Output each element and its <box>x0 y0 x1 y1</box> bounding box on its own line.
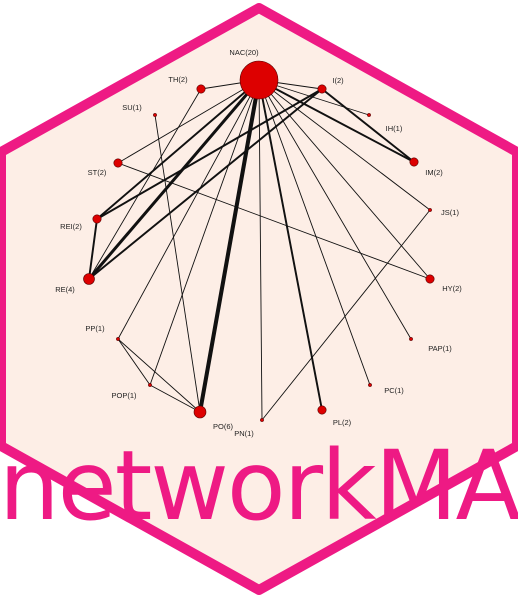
node-label-rei: REI(2) <box>60 222 82 231</box>
edge-nac-re <box>87 78 261 281</box>
edge-nac-po <box>197 77 262 415</box>
edge-nac-pl <box>258 79 323 411</box>
network-nodes <box>83 60 435 422</box>
edge-nac-pop <box>149 79 260 386</box>
hex-badge <box>0 3 518 595</box>
edge-nac-st <box>117 79 260 164</box>
edge-su-po <box>154 114 201 413</box>
node-im <box>409 157 419 167</box>
node-pn <box>260 418 264 422</box>
node-label-nac: NAC(20) <box>229 48 259 57</box>
node-po <box>193 405 207 419</box>
network-labels: NAC(20) TH(2) I(2) SU(1) IH(1) ST(2) IM(2) JS(1… <box>55 48 462 438</box>
node-label-re: RE(4) <box>55 285 75 294</box>
node-pop <box>148 383 152 387</box>
node-label-pap: PAP(1) <box>428 344 452 353</box>
node-label-pl: PL(2) <box>333 418 352 427</box>
edge-nac-pn <box>258 79 263 421</box>
node-pp <box>116 337 120 341</box>
node-label-ih: IH(1) <box>386 124 403 133</box>
node-label-su: SU(1) <box>122 103 142 112</box>
edge-rei-re <box>88 218 98 280</box>
edge-nac-pap <box>258 79 412 340</box>
node-rei <box>92 214 102 224</box>
edge-pop-po <box>149 384 201 413</box>
network-edges <box>87 77 431 421</box>
node-pc <box>368 383 372 387</box>
edge-js-pn <box>261 209 431 421</box>
node-label-pc: PC(1) <box>384 386 404 395</box>
edge-pp-pop <box>117 338 151 386</box>
node-label-pp: PP(1) <box>85 324 105 333</box>
node-label-i: I(2) <box>332 76 344 85</box>
node-label-js: JS(1) <box>441 208 459 217</box>
node-su <box>153 113 157 117</box>
edge-nac-pc <box>258 79 371 386</box>
edge-i-rei <box>96 88 323 220</box>
node-label-im: IM(2) <box>425 168 443 177</box>
edge-nac-rei <box>96 79 260 220</box>
node-label-st: ST(2) <box>88 168 107 177</box>
edge-nac-js <box>258 79 431 211</box>
wordmark: networkMA <box>0 430 518 542</box>
node-label-po: PO(6) <box>213 422 234 431</box>
node-ih <box>367 113 371 117</box>
node-js <box>428 208 432 212</box>
edge-st-hy <box>117 162 431 280</box>
node-re <box>83 273 95 285</box>
node-label-pop: POP(1) <box>111 391 137 400</box>
node-st <box>113 158 123 168</box>
node-i <box>317 84 327 94</box>
node-th <box>196 84 206 94</box>
node-pap <box>409 337 413 341</box>
edge-nac-pp <box>117 79 260 340</box>
edge-th-re <box>88 88 202 280</box>
node-hy <box>425 274 435 284</box>
edge-nac-im <box>258 79 415 163</box>
node-label-hy: HY(2) <box>442 284 462 293</box>
node-label-th: TH(2) <box>168 75 188 84</box>
edge-i-im <box>321 88 415 163</box>
node-pl <box>317 405 327 415</box>
node-nac <box>239 60 279 100</box>
node-label-pn: PN(1) <box>234 429 254 438</box>
edge-pp-po <box>117 338 201 413</box>
edge-i-re <box>88 88 323 280</box>
